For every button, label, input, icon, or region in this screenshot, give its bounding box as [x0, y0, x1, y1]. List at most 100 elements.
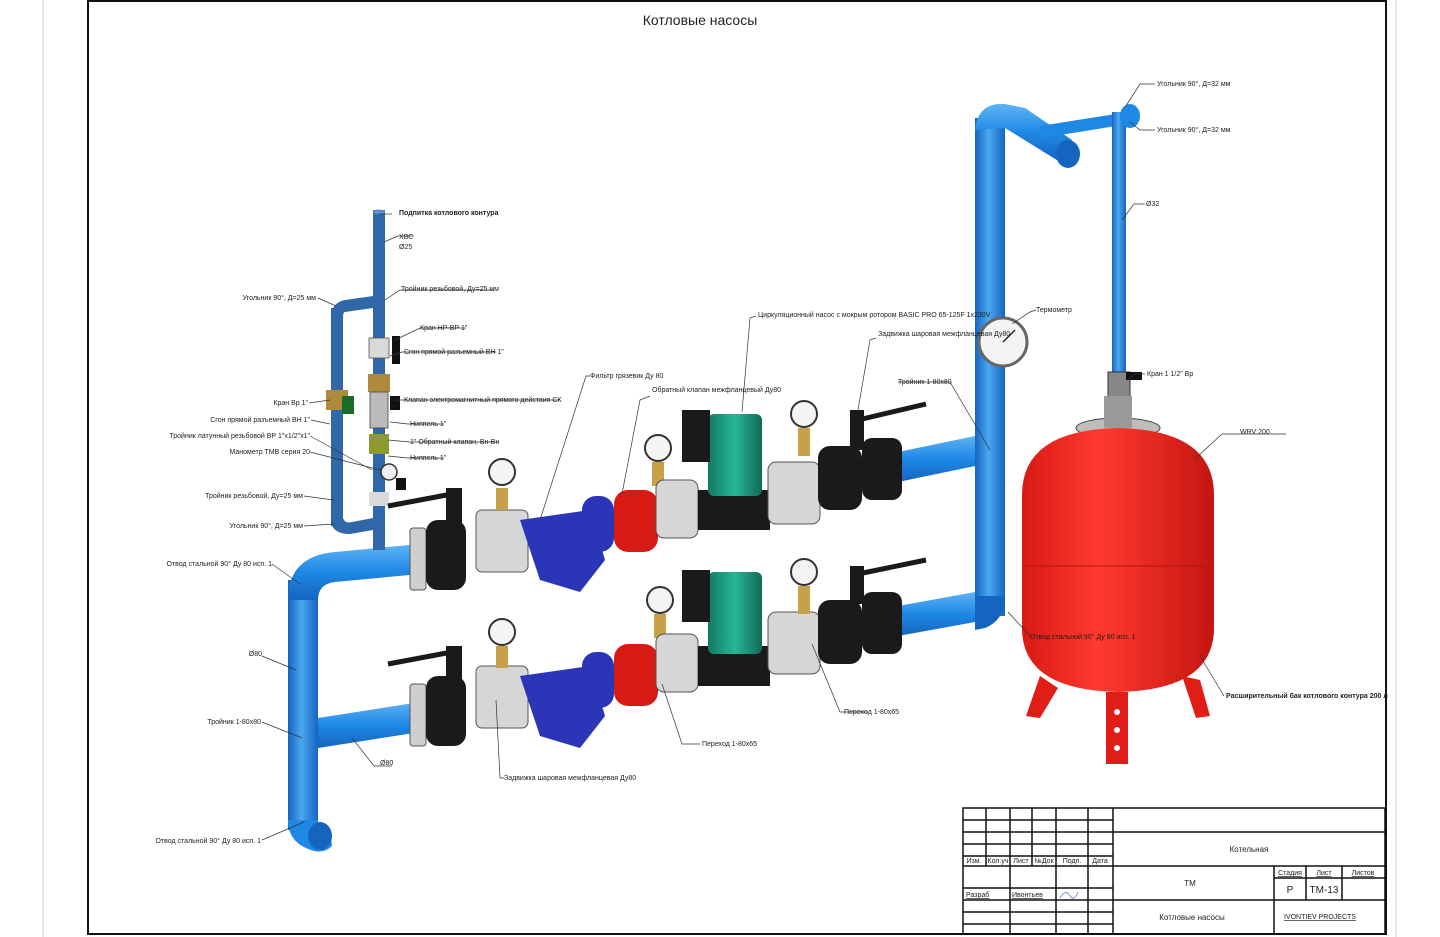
reducer-3 — [655, 633, 699, 693]
label-bend-bottom: Отвод стальной 90° Ду 80 исп. 1 — [155, 837, 261, 845]
label-tee-thread-bottom: Тройник резьбовой, Ду=25 мм — [205, 492, 303, 500]
manometer-6-dial — [790, 558, 818, 586]
tb-section: ТМ — [1184, 879, 1196, 888]
bend-bottom-end — [308, 822, 332, 850]
label-valve-hp: Кран НР-ВР 1" — [420, 325, 468, 332]
tb-header-1: Кол.уч — [988, 858, 1009, 865]
valve-hp-handle — [392, 336, 400, 364]
expansion-tank-body — [1022, 428, 1214, 692]
riser-bend-bottom — [975, 596, 1005, 630]
manometer-4-dial — [488, 618, 516, 646]
label-elbow-top-left: Угольник 90°, Д=25 мм — [243, 294, 317, 302]
label-solenoid: Клапан электромагнитный прямого действия… — [404, 396, 562, 404]
label-feed: Подпитка котлового контура — [399, 210, 499, 217]
label-gate-top: Задвижка шаровая межфланцевая Ду80 — [878, 331, 1010, 338]
label-reducer-right: Переход 1-80х65 — [844, 709, 899, 716]
manometer-1-dial — [488, 458, 516, 486]
manometer-3-dial — [790, 400, 818, 428]
leader-lines — [261, 83, 1286, 841]
solenoid-body — [369, 391, 389, 429]
manometer-6-valve — [798, 586, 810, 614]
tb-stage-header: Стадия — [1278, 870, 1302, 877]
label-tee-thread-top: Тройник резьбовой, Ду=25 мм — [401, 285, 499, 293]
manometer-4-valve — [496, 646, 508, 668]
pump-1-base — [698, 490, 770, 530]
label-check-flange: Обратный клапан межфланцевый Ду80 — [652, 386, 781, 394]
label-d80-bottom: Ø80 — [380, 760, 393, 767]
bend-top-left — [288, 544, 420, 600]
label-valve-tank: Кран 1 1/2" Вр — [1147, 371, 1193, 378]
gate-valve-2-stem — [850, 410, 864, 450]
thermometer-needle — [1002, 329, 1016, 343]
label-valve-vr: Кран Вр 1" — [273, 400, 308, 407]
valve-vr-handle — [342, 396, 354, 414]
label-reducer-mid: Переход 1-80х65 — [702, 741, 757, 748]
tb-stage: Р — [1287, 885, 1294, 896]
tb-lists-header: Листов — [1352, 870, 1375, 877]
tank-leg-hole-2 — [1114, 727, 1120, 733]
lower-row — [387, 557, 927, 748]
label-nipple-1: Ниппель 1" — [410, 421, 447, 428]
tb-company: IVONTIEV PROJECTS — [1284, 914, 1356, 921]
label-elbow-right-2: Угольник 90°, Д=32 мм — [1157, 126, 1231, 134]
title-block-headers: Изм. Кол.уч Лист №Док Подп. Дата — [967, 858, 1108, 865]
valve-hp-body — [368, 337, 390, 359]
tb-author: Ивонтьев — [1012, 892, 1043, 899]
label-union-right: Сгон прямой разъемный ВН 1" — [404, 348, 504, 356]
solenoid-coil — [390, 396, 400, 410]
label-union-left: Сгон прямой разъемный ВН 1" — [210, 416, 310, 424]
tb-list-header: Лист — [1316, 870, 1332, 877]
label-elbow-bottom-left: Угольник 90°, Д=25 мм — [230, 522, 304, 530]
label-d80-left: Ø80 — [249, 651, 262, 658]
label-tee-right: Тройник 1-80х80 — [898, 378, 952, 386]
label-manometer: Манометр ТМВ серия 20 — [229, 449, 310, 456]
label-gate-bottom: Задвижка шаровая межфланцевая Ду80 — [504, 775, 636, 782]
tb-project: Котельная — [1230, 845, 1269, 854]
gate-valve-3-body — [426, 676, 466, 746]
label-pump: Циркуляционный насос с мокрым ротором BA… — [758, 311, 991, 319]
gate-valve-1-stem — [446, 488, 462, 524]
tb-role: Разраб — [966, 891, 989, 899]
label-tee-left: Тройник 1-80х80 — [207, 718, 261, 726]
manometer-5-valve — [654, 614, 666, 638]
tb-header-3: №Док — [1034, 858, 1054, 865]
check-flange-2 — [614, 644, 658, 706]
d32-elbow — [1120, 104, 1140, 128]
pump-1-head — [708, 414, 762, 496]
label-thermometer: Термометр — [1036, 307, 1072, 314]
reducer-2 — [767, 461, 821, 525]
tb-header-5: Дата — [1092, 858, 1108, 865]
gate-valve-2-handle — [857, 401, 927, 423]
reducer-1 — [655, 479, 699, 539]
feed-pipe-top — [373, 209, 385, 215]
filter-1-flange — [582, 496, 614, 552]
manometer-5-dial — [646, 586, 674, 614]
brass-union — [368, 374, 390, 392]
tb-header-0: Изм. — [967, 858, 982, 865]
label-brass-tee: Тройник латунный резьбовой ВР 1"х1/2"х1" — [169, 432, 310, 440]
tank-valve-handle — [1126, 372, 1142, 380]
tank-leg-hole-1 — [1114, 709, 1120, 715]
label-d25: Ø25 — [399, 244, 412, 251]
upper-right-pipe — [898, 436, 975, 482]
tee-bottom-fitting — [369, 492, 389, 506]
manometer-3-valve — [798, 428, 810, 456]
manometer-small-dial — [380, 463, 398, 481]
label-d32: Ø32 — [1146, 201, 1159, 208]
gate-valve-1-body — [426, 520, 466, 590]
pump-2-head — [708, 572, 762, 654]
label-filter: Фильтр грязевик Ду 80 — [590, 373, 664, 380]
bypass-pipe-vertical — [331, 308, 343, 526]
label-kvs: ХВС — [399, 234, 413, 241]
bypass-top — [331, 296, 373, 318]
label-nipple-2: Ниппель 1" — [410, 455, 447, 462]
tank-leg-right — [1182, 676, 1210, 718]
title-block — [962, 807, 1386, 935]
d32-horizontal — [1040, 112, 1128, 138]
check-flange-1 — [614, 490, 658, 552]
main-pipe-left-vertical — [288, 580, 318, 830]
label-tank-model: WRV 200 — [1240, 429, 1270, 436]
tank-leg-hole-3 — [1114, 745, 1120, 751]
label-tank: Расширительный бак котлового контура 200… — [1226, 692, 1388, 700]
